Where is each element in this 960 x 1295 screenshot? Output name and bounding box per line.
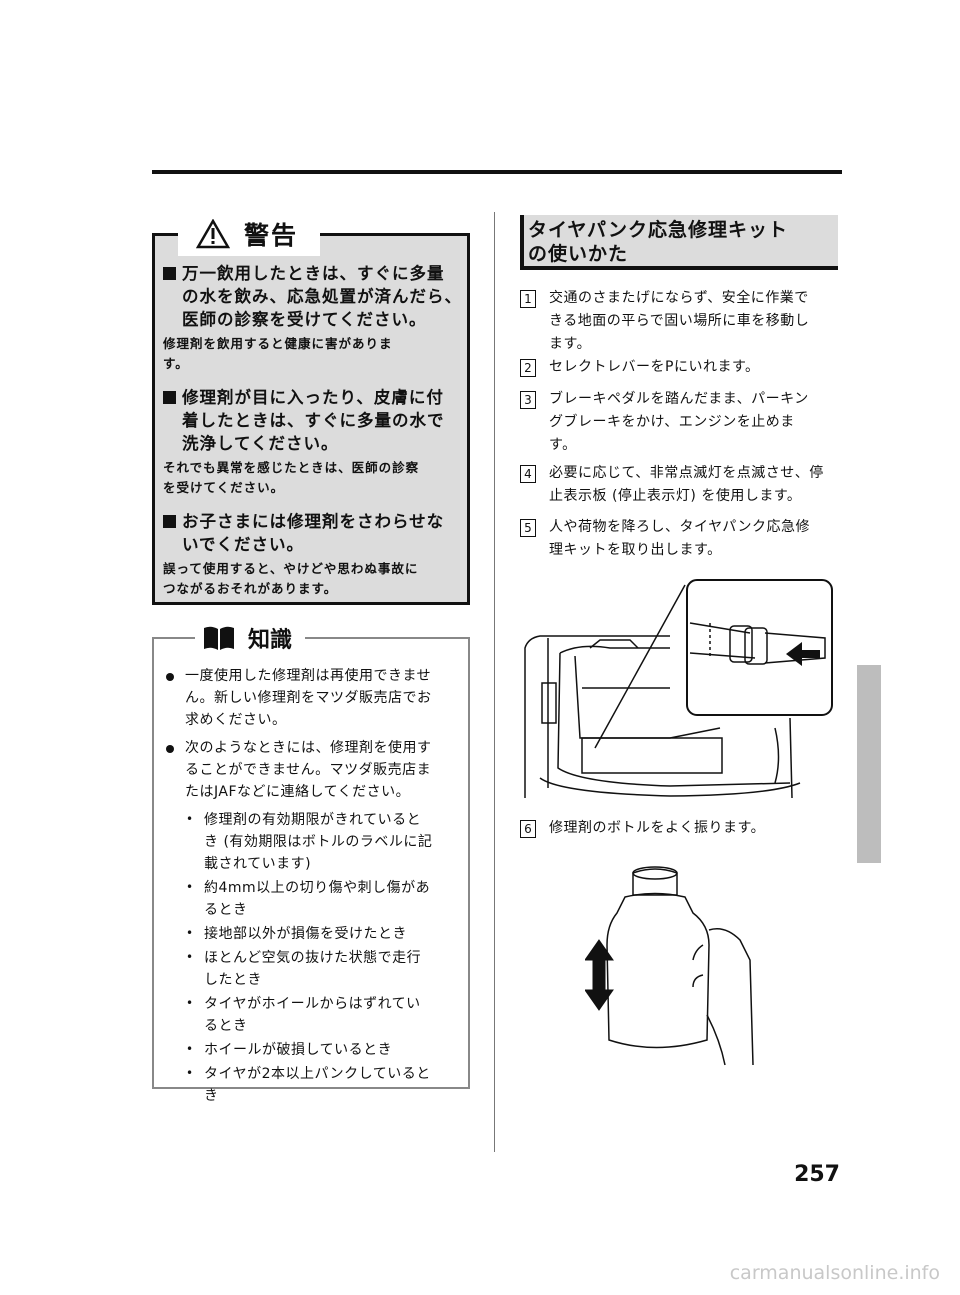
warning-body-line: を受けてください。 — [163, 480, 285, 495]
step-text-line: 止表示板 (停止表示灯) を使用します。 — [549, 488, 802, 504]
knowledge-bullet-line: ん。新しい修理剤をマツダ販売店でお — [185, 690, 432, 706]
knowledge-subbullet-line: るとき — [204, 902, 248, 918]
knowledge-subbullet-line: ホイールが破損しているとき — [204, 1042, 393, 1058]
chapter-side-tab — [857, 665, 881, 863]
warning-heading-line: いでください。 — [182, 535, 305, 554]
warning-heading-line: 着したときは、すぐに多量の水で — [182, 411, 445, 430]
warning-heading-line: 万一飲用したときは、すぐに多量 — [182, 264, 445, 283]
knowledge-bullet-line: 求めください。 — [185, 712, 287, 728]
warning-body-line: それでも異常を感じたときは、医師の診察 — [163, 460, 420, 475]
knowledge-box — [152, 637, 470, 1089]
step-number-box: 6 — [520, 820, 536, 838]
step-text-line: ます。 — [549, 336, 592, 352]
step-text-line: 交通のさまたげにならず、安全に作業で — [549, 290, 809, 306]
knowledge-title: 知識 — [248, 628, 293, 653]
knowledge-bullet-line: 一度使用した修理剤は再使用できませ — [185, 668, 432, 684]
knowledge-subbullet-marker: • — [186, 1042, 194, 1056]
section-header — [520, 215, 838, 270]
warning-heading-line: 洗浄してください。 — [182, 434, 339, 453]
warning-title: 警告 — [244, 221, 299, 250]
warning-square-bullet — [163, 515, 176, 528]
trunk-illustration — [524, 579, 833, 799]
step-text-line: きる地面の平らで固い場所に車を移動し — [549, 313, 810, 329]
knowledge-subbullet-line: したとき — [204, 972, 262, 988]
step-number-box: 1 — [520, 290, 536, 308]
step-number-box: 3 — [520, 391, 536, 409]
step-text-line: 人や荷物を降ろし、タイヤパンク応急修 — [549, 519, 810, 535]
warning-heading-line: の水を飲み、応急処置が済んだら、 — [182, 287, 462, 306]
warning-triangle-icon — [196, 219, 230, 249]
knowledge-subbullet-line: タイヤがホイールからはずれてい — [204, 996, 421, 1012]
knowledge-subbullet-line: タイヤが2本以上パンクしていると — [204, 1066, 431, 1082]
warning-header — [178, 214, 320, 256]
step-text-line: グブレーキをかけ、エンジンを止めま — [549, 414, 795, 430]
knowledge-bullet-dot — [166, 745, 174, 753]
knowledge-subbullet-line: 修理剤の有効期限がきれていると — [204, 812, 422, 828]
knowledge-subbullet-line: 接地部以外が損傷を受けたとき — [204, 926, 407, 942]
knowledge-bullet-line: たはJAFなどに連絡してください。 — [185, 784, 411, 800]
knowledge-subbullet-line: き — [204, 1088, 219, 1104]
book-icon — [204, 626, 234, 650]
step-number-box: 5 — [520, 519, 536, 537]
warning-body-line: す。 — [163, 356, 189, 371]
knowledge-subbullet-marker: • — [186, 880, 194, 894]
warning-box — [152, 233, 470, 605]
knowledge-subbullet-line: 載されています) — [204, 856, 312, 872]
bottle-shake-illustration — [585, 866, 754, 1066]
knowledge-subbullet-line: 約4mm以上の切り傷や刺し傷があ — [204, 880, 431, 896]
page-number: 257 — [794, 1162, 840, 1187]
warning-square-bullet — [163, 391, 176, 404]
warning-body-line: 修理剤を飲用すると健康に害がありま — [163, 336, 393, 351]
knowledge-subbullet-line: るとき — [204, 1018, 248, 1034]
knowledge-subbullet-line: き (有効期限はボトルのラベルに記 — [204, 834, 433, 850]
section-title: タイヤパンク応急修理キット の使いかた — [528, 218, 788, 266]
step-text-line: セレクトレバーをPにいれます。 — [549, 359, 760, 375]
step-number-box: 2 — [520, 359, 536, 377]
warning-heading-line: 医師の診察を受けてください。 — [182, 310, 427, 329]
step-text-line: 理キットを取り出します。 — [549, 542, 722, 558]
knowledge-bullet-dot — [166, 673, 174, 681]
knowledge-subbullet-marker: • — [186, 926, 194, 940]
step-text-line: ブレーキペダルを踏んだまま、パーキン — [549, 391, 809, 407]
watermark: carmanualsonline.info — [729, 1262, 940, 1284]
knowledge-subbullet-marker: • — [186, 812, 194, 826]
knowledge-bullet-line: 次のようなときには、修理剤を使用す — [185, 740, 432, 756]
warning-body-line: つながるおそれがあります。 — [163, 581, 338, 596]
warning-square-bullet — [163, 267, 176, 280]
warning-heading-line: お子さまには修理剤をさわらせな — [182, 512, 445, 531]
step-number-box: 4 — [520, 465, 536, 483]
step-text-line: 修理剤のボトルをよく振ります。 — [549, 820, 766, 836]
knowledge-subbullet-marker: • — [186, 950, 194, 964]
section-title-line: の使いかた — [528, 243, 629, 265]
knowledge-bullet-line: ることができません。マツダ販売店ま — [185, 762, 432, 778]
column-divider — [494, 212, 495, 1152]
section-title-line: タイヤパンク応急修理キット — [528, 219, 789, 241]
top-rule — [152, 170, 842, 174]
knowledge-subbullet-marker: • — [186, 1066, 194, 1080]
step-text-line: す。 — [549, 437, 577, 453]
knowledge-subbullet-marker: • — [186, 996, 194, 1010]
knowledge-subbullet-line: ほとんど空気の抜けた状態で走行 — [204, 950, 422, 966]
step-text-line: 必要に応じて、非常点滅灯を点滅させ、停 — [549, 465, 824, 481]
warning-body-line: 誤って使用すると、やけどや思わぬ事故に — [163, 561, 419, 576]
warning-heading-line: 修理剤が目に入ったり、皮膚に付 — [182, 388, 444, 407]
